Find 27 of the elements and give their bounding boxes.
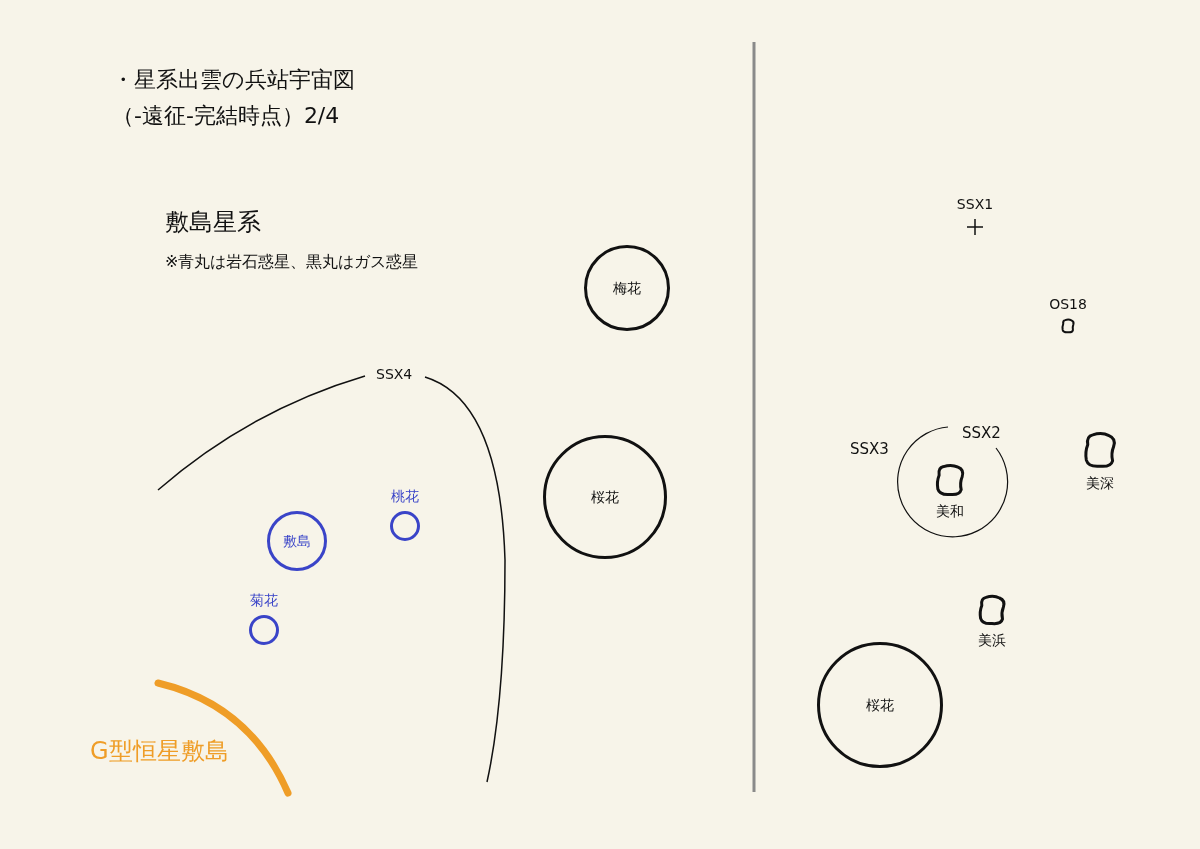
planet-circle [267,511,327,571]
note-text: ※青丸は岩石惑星、黒丸はガス惑星 [165,252,419,273]
planet-name: OS18 [1049,295,1087,313]
planet-outline [1082,432,1118,492]
planet-outline [934,464,966,520]
planet-name: 美浜 [978,631,1006,649]
planet-name: 美和 [936,502,964,520]
planet-name: 菊花 [250,591,278,609]
planet-name: SSX1 [956,195,994,213]
planet-name: 桜花 [591,488,619,506]
planet-outline [977,595,1007,649]
orbit-label: SSX4 [376,366,413,382]
planet-name: 敷島 [283,532,311,550]
planet-circle [390,487,420,541]
planet-circle [249,591,279,645]
star-label: G型恒星敷島 [90,736,229,767]
planet-circle [817,642,943,768]
orbit-label: SSX2 [962,424,1001,442]
planet-name: 美深 [1086,474,1114,492]
planet-name: 桃花 [391,487,419,505]
system-heading: 敷島星系 [165,207,261,238]
orbit-label: SSX3 [850,440,889,458]
planet-circle [584,245,670,331]
planet-name: 桜花 [866,696,894,714]
planet-name: 梅花 [613,279,641,297]
title: ・星系出雲の兵站宇宙図（-遠征-完結時点）2/4 [112,66,356,130]
planet-circle [543,435,667,559]
